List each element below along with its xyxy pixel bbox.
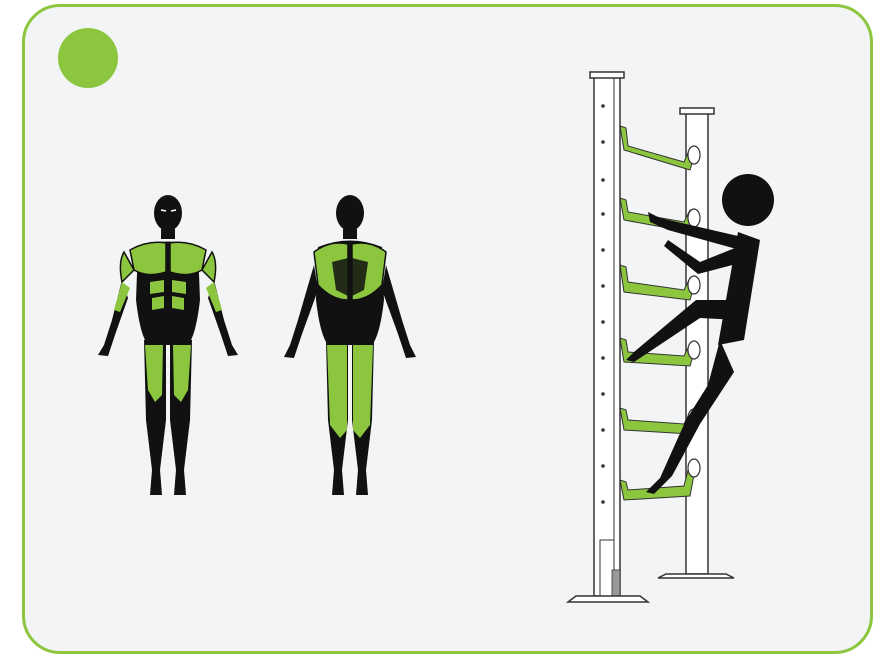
muscle-chart-back-icon: [284, 195, 416, 495]
climbing-ladder-icon: [568, 72, 734, 602]
muscle-chart-front-icon: [98, 195, 238, 495]
